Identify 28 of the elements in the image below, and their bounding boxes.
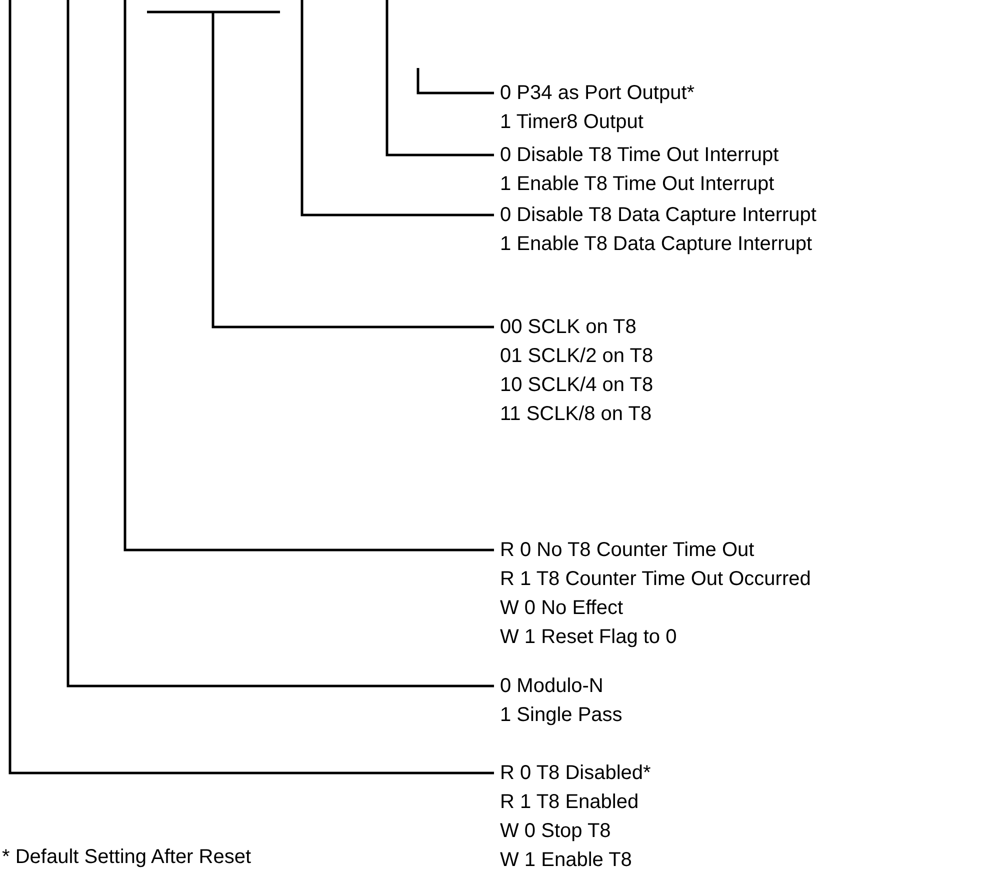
leader-line: [416, 68, 494, 94]
bit-setting-text: 1 Single Pass: [500, 703, 622, 728]
leader-line: [300, 0, 494, 216]
bit-setting-text: 1 Timer8 Output: [500, 110, 644, 135]
bit-setting-text: 1 Enable T8 Time Out Interrupt: [500, 172, 776, 197]
bit-setting-text: W 1 Reset Flag to 0: [500, 625, 678, 650]
bit-setting-text: 0 P34 as Port Output*: [500, 81, 695, 106]
bit-setting-text: R 1 T8 Enabled: [500, 790, 640, 815]
bit-setting-text: 1 Enable T8 Data Capture Interrupt: [500, 232, 814, 257]
bit-setting-text: R 0 T8 Disabled*: [500, 761, 651, 786]
bit-setting-text: 01 SCLK/2 on T8: [500, 344, 654, 369]
bit-setting-text: 0 Disable T8 Time Out Interrupt: [500, 143, 779, 168]
bit-setting-text: R 0 No T8 Counter Time Out: [500, 538, 756, 563]
bit-setting-text: W 0 Stop T8: [500, 819, 612, 844]
bit-setting-text: 11 SCLK/8 on T8: [500, 402, 653, 427]
leader-line: [8, 0, 494, 774]
bit-setting-text: 00 SCLK on T8: [500, 315, 638, 340]
leader-line: [386, 0, 494, 156]
leader-line: [66, 0, 494, 688]
bit-field-bracket-line: [146, 10, 496, 328]
footnote-text: * Default Setting After Reset: [2, 846, 252, 869]
bit-setting-text: 0 Modulo-N: [500, 674, 604, 699]
bit-setting-text: R 1 T8 Counter Time Out Occurred: [500, 567, 811, 592]
bit-setting-text: W 0 No Effect: [500, 596, 624, 621]
leader-line: [124, 0, 494, 552]
bit-setting-text: 0 Disable T8 Data Capture Interrupt: [500, 203, 816, 228]
bit-setting-text: 10 SCLK/4 on T8: [500, 373, 654, 398]
bit-setting-text: W 1 Enable T8: [500, 848, 633, 873]
